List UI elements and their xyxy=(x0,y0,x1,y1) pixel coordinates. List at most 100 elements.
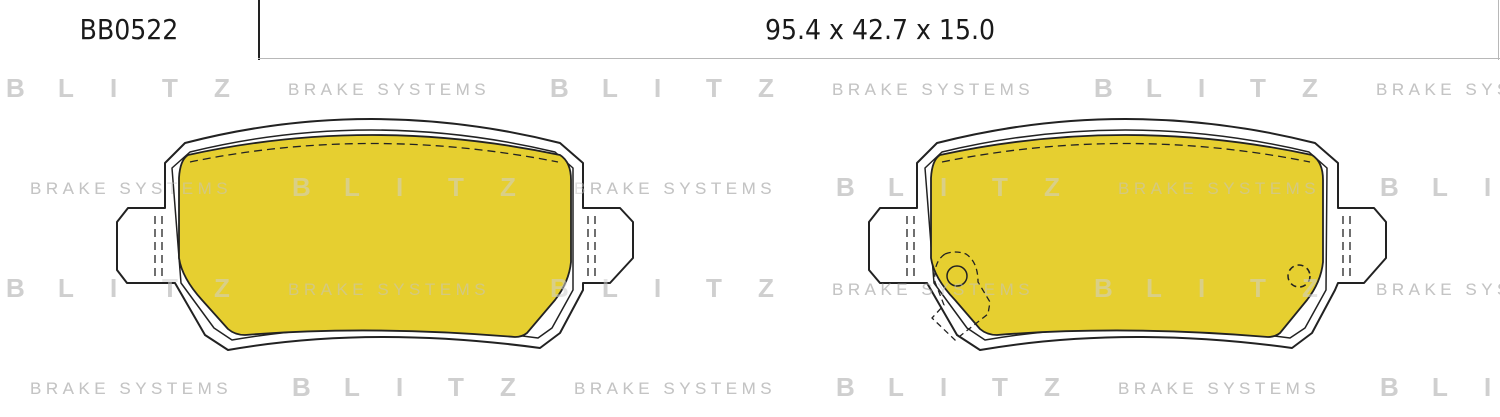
watermark-brand-letter: Z xyxy=(500,372,516,402)
watermark-brand-letter: Z xyxy=(1302,73,1318,103)
watermark-brand-letter: L xyxy=(602,273,618,303)
watermark-brand-letter: B xyxy=(6,273,25,303)
watermark-brand-letter: B xyxy=(6,73,25,103)
sensor-hole-left xyxy=(946,265,968,287)
watermark-brand-letter: L xyxy=(602,73,618,103)
watermark-brand-letter: Z xyxy=(500,372,516,402)
watermark-brand-letter: I xyxy=(1484,172,1491,202)
watermark-brand-letter: L xyxy=(1146,73,1162,103)
watermark-brand-letter: I xyxy=(110,273,117,303)
watermark-tagline: BRAKE SYSTEMS xyxy=(30,179,232,198)
watermark-tagline: BRAKE SYSTEMS xyxy=(30,379,232,398)
header-right-line xyxy=(1498,0,1499,60)
watermark-brand-letter: I xyxy=(110,273,117,303)
watermark-brand-letter: I xyxy=(110,73,117,103)
watermark-brand-letter: L xyxy=(1432,372,1448,402)
watermark-brand-letter: L xyxy=(888,172,904,202)
watermark-brand-letter: Z xyxy=(1302,273,1318,303)
watermark-brand-letter: B xyxy=(1094,73,1113,103)
watermark-brand-letter: I xyxy=(654,73,661,103)
watermark-brand-letter: T xyxy=(1250,273,1266,303)
watermark-brand-letter: B xyxy=(292,372,311,402)
watermark-brand-letter: Z xyxy=(500,172,516,202)
watermark-tagline: BRAKE SYSTEMS xyxy=(574,179,776,198)
watermark-tagline: BRAKE SYSTEMS xyxy=(574,179,776,198)
watermark-brand-letter: L xyxy=(888,372,904,402)
header-bottom-line xyxy=(258,58,1500,59)
watermark-brand-letter: I xyxy=(396,372,403,402)
watermark-brand-letter: I xyxy=(940,172,947,202)
watermark-tagline: BRAKE SYSTEMS xyxy=(832,280,1034,299)
right-brake-pad xyxy=(868,118,1387,351)
watermark-tagline: BRAKE SYSTEMS xyxy=(574,379,776,398)
watermark-brand-letter: B xyxy=(836,172,855,202)
watermark-brand-letter: I xyxy=(654,273,661,303)
watermark-brand-letter: L xyxy=(888,172,904,202)
watermark-brand-letter: B xyxy=(6,73,25,103)
watermark-brand-letter: B xyxy=(836,372,855,402)
watermark-brand-letter: Z xyxy=(214,73,230,103)
left-brake-pad xyxy=(116,118,634,351)
left-wear-indicator xyxy=(189,142,559,163)
left-friction-material[interactable] xyxy=(178,134,572,338)
watermark-brand-letter: Z xyxy=(758,273,774,303)
watermark-brand-letter: B xyxy=(550,273,569,303)
watermark-brand-letter: Z xyxy=(758,273,774,303)
watermark-brand-letter: T xyxy=(992,372,1008,402)
watermark-brand-letter: L xyxy=(1146,273,1162,303)
watermark-brand-letter: T xyxy=(706,273,722,303)
watermark-brand-letter: B xyxy=(6,273,25,303)
watermark-brand-letter: B xyxy=(550,73,569,103)
watermark-brand-letter: Z xyxy=(1044,372,1060,402)
header-divider xyxy=(258,0,260,60)
watermark-brand-letter: L xyxy=(58,273,74,303)
watermark-brand-letter: Z xyxy=(1044,372,1060,402)
watermark-tagline: BRAKE SYSTEMS xyxy=(1118,379,1320,398)
watermark-brand-letter: L xyxy=(344,372,360,402)
watermark-brand-letter: I xyxy=(1484,372,1491,402)
watermark-brand-letter: B xyxy=(1094,73,1113,103)
watermark-tagline: BRAKE SYSTEMS xyxy=(30,379,232,398)
watermark-brand-letter: B xyxy=(1380,172,1399,202)
watermark-brand-letter: Z xyxy=(1302,73,1318,103)
watermark-tagline: BRAKE SYSTEMS xyxy=(1118,379,1320,398)
watermark-tagline: BRAKE SYSTEMS xyxy=(288,80,490,99)
watermark-brand-letter: T xyxy=(162,73,178,103)
watermark-brand-letter: B xyxy=(836,372,855,402)
watermark-brand-letter: Z xyxy=(214,73,230,103)
watermark-brand-letter: Z xyxy=(758,73,774,103)
watermark-brand-letter: B xyxy=(550,73,569,103)
watermark-brand-letter: T xyxy=(1250,73,1266,103)
watermark-brand-letter: I xyxy=(1198,273,1205,303)
watermark-brand-letter: B xyxy=(1380,372,1399,402)
watermark-brand-letter: L xyxy=(58,273,74,303)
watermark-brand-letter: T xyxy=(1250,73,1266,103)
watermark-brand-letter: T xyxy=(448,372,464,402)
watermark-tagline: BRAKE SYSTEMS xyxy=(1376,280,1500,299)
right-wear-indicator xyxy=(941,142,1311,163)
watermark-brand-letter: L xyxy=(1146,73,1162,103)
watermark-brand-letter: T xyxy=(448,172,464,202)
watermark-brand-letter: I xyxy=(396,372,403,402)
watermark-brand-letter: L xyxy=(58,73,74,103)
watermark-brand-letter: L xyxy=(602,73,618,103)
watermark-tagline: BRAKE SYSTEMS xyxy=(288,80,490,99)
watermark-brand-letter: L xyxy=(1432,372,1448,402)
watermark-overlay: B L I T Z BRAKE SYSTEMS B L I T Z BRAKE SYSTEMS B L I T… xyxy=(6,73,1500,402)
watermark-brand-letter: I xyxy=(1198,73,1205,103)
watermark-tagline: BRAKE SYSTEMS xyxy=(288,280,490,299)
watermark-brand-letter: T xyxy=(992,172,1008,202)
watermark-brand-letter: T xyxy=(162,273,178,303)
watermark-tagline: BRAKE SYSTEMS xyxy=(1376,80,1500,99)
watermark-brand-letter: T xyxy=(448,372,464,402)
watermark-brand-letter: L xyxy=(58,73,74,103)
watermark-brand-letter: L xyxy=(344,372,360,402)
watermark-brand-letter: L xyxy=(1432,172,1448,202)
watermark-tagline: BRAKE SYSTEMS xyxy=(574,379,776,398)
watermark-brand-letter: Z xyxy=(214,273,230,303)
watermark-tagline: BRAKE SYSTEMS xyxy=(1118,179,1320,198)
right-friction-material[interactable] xyxy=(930,134,1324,338)
watermark-tagline: BRAKE SYSTEMS xyxy=(832,80,1034,99)
watermark-brand-letter: T xyxy=(162,73,178,103)
